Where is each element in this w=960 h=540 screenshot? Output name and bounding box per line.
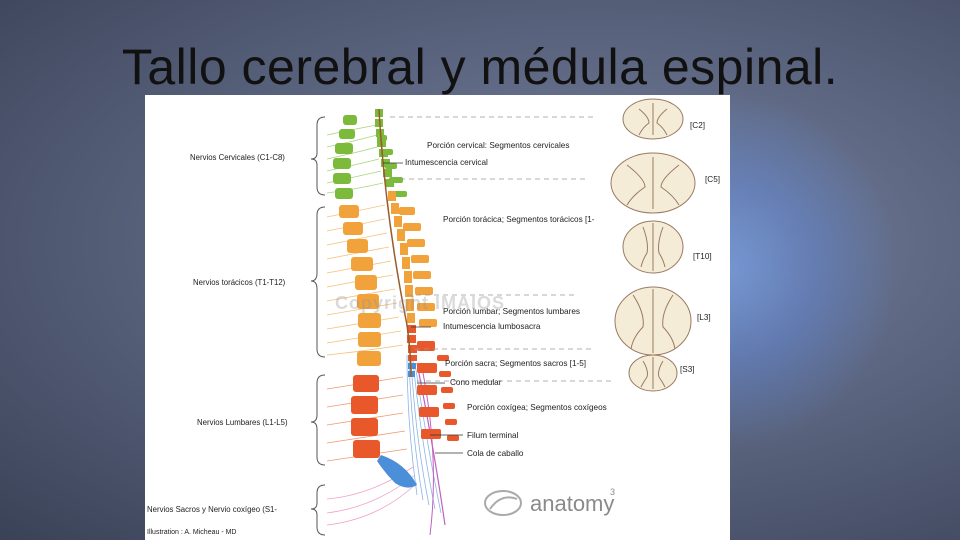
label-section-c5: [C5]: [705, 175, 721, 184]
label-sacral-nerves: Nervios Sacros y Nervio coxígeo (S1-: [147, 505, 277, 514]
label-cervical-enlargement: Intumescencia cervical: [405, 158, 488, 167]
label-section-s3: [S3]: [680, 365, 695, 374]
label-lumbar-nerves: Nervios Lumbares (L1-L5): [197, 418, 288, 427]
cord-segments: [375, 108, 417, 378]
watermark: Copyright IMAIOS: [335, 293, 505, 313]
label-cervical-nerves: Nervios Cervicales (C1-C8): [190, 153, 285, 162]
label-conus-medullaris: Cono medular: [450, 378, 502, 387]
label-section-t10: [T10]: [693, 252, 712, 261]
label-section-c2: [C2]: [690, 121, 706, 130]
label-coccygeal-portion: Porción coxígea; Segmentos coxígeos: [467, 403, 607, 412]
cross-sections: [610, 98, 696, 392]
logo-text: anatomy: [530, 491, 615, 516]
slide-title: Tallo cerebral y médula espinal.: [121, 39, 839, 95]
label-thoracic-nerves: Nervios torácicos (T1-T12): [193, 278, 286, 287]
label-lumbar-portion: Porción lumbar; Segmentos lumbares: [443, 307, 580, 316]
label-lumbosacral-enlargement: Intumescencia lumbosacra: [443, 322, 541, 331]
label-sacral-portion: Porción sacra; Segmentos sacros [1-5]: [445, 359, 587, 368]
label-section-l3: [L3]: [697, 313, 711, 322]
label-cervical-portion: Porción cervical: Segmentos cervicales: [427, 141, 570, 150]
spinal-cord-diagram: Nervios Cervicales (C1-C8) Nervios torác…: [145, 95, 730, 540]
label-filum-terminale: Filum terminal: [467, 431, 519, 440]
leader-lines: [383, 162, 463, 454]
logo-superscript: 3: [610, 487, 616, 497]
region-brackets: [310, 116, 326, 536]
label-cauda-equina: Cola de caballo: [467, 449, 524, 458]
illustration-credit: Illustration : A. Micheau - MD: [147, 529, 237, 536]
dashed-guides: [390, 116, 615, 382]
vertebral-bodies: [333, 115, 417, 488]
spine-illustration: [310, 98, 696, 536]
anatomy-logo-mark: [484, 490, 522, 516]
label-thoracic-portion: Porción torácica; Segmentos torácicos [1…: [443, 215, 595, 224]
